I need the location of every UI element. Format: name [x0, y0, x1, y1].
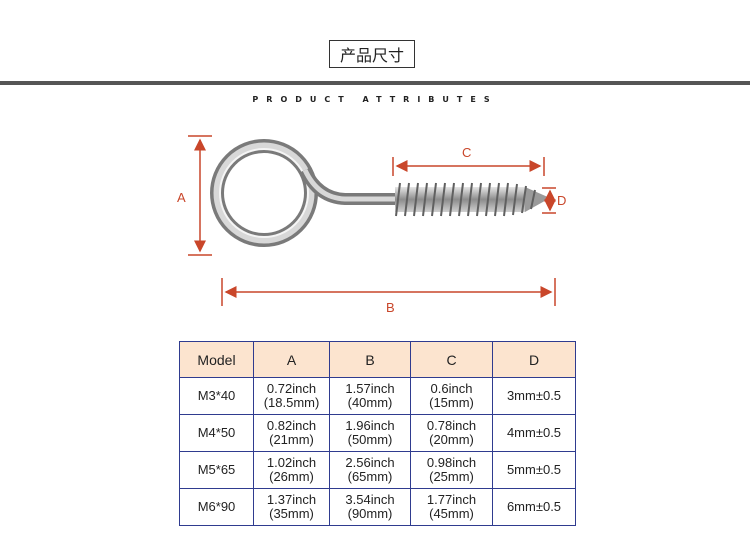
cell-model: M3*40	[179, 377, 254, 415]
header-model: Model	[179, 341, 254, 378]
header-d: D	[492, 341, 576, 378]
cell-c: 0.98inch(25mm)	[410, 451, 493, 489]
cell-b: 3.54inch(90mm)	[329, 488, 411, 526]
cell-model: M5*65	[179, 451, 254, 489]
dimension-b-label: B	[386, 300, 395, 315]
table-row: M5*65 1.02inch(26mm) 2.56inch(65mm) 0.98…	[179, 451, 576, 489]
page-title: 产品尺寸	[329, 40, 415, 68]
page-subtitle: PRODUCT ATTRIBUTES	[252, 95, 498, 104]
cell-a: 1.37inch(35mm)	[253, 488, 330, 526]
cell-a: 0.82inch(21mm)	[253, 414, 330, 452]
cell-a: 0.72inch(18.5mm)	[253, 377, 330, 415]
table-header-row: Model A B C D	[179, 341, 576, 378]
header-a: A	[253, 341, 330, 378]
screw-threads	[395, 182, 536, 217]
cell-model: M4*50	[179, 414, 254, 452]
dimension-b: B	[221, 278, 556, 315]
cell-b: 1.57inch(40mm)	[329, 377, 411, 415]
cell-d: 6mm±0.5	[492, 488, 576, 526]
title-divider	[0, 81, 750, 85]
cell-c: 0.6inch(15mm)	[410, 377, 493, 415]
table-row: M3*40 0.72inch(18.5mm) 1.57inch(40mm) 0.…	[179, 377, 576, 415]
dimension-d: D	[542, 187, 566, 214]
cell-b: 1.96inch(50mm)	[329, 414, 411, 452]
spec-table: Model A B C D M3*40 0.72inch(18.5mm) 1.5…	[179, 341, 576, 526]
dimension-a: A	[177, 135, 212, 256]
header-c: C	[410, 341, 493, 378]
table-row: M4*50 0.82inch(21mm) 1.96inch(50mm) 0.78…	[179, 414, 576, 452]
dimension-a-label: A	[177, 190, 186, 205]
cell-model: M6*90	[179, 488, 254, 526]
dimension-d-label: D	[557, 193, 566, 208]
cell-a: 1.02inch(26mm)	[253, 451, 330, 489]
dimension-c: C	[392, 145, 545, 176]
cell-b: 2.56inch(65mm)	[329, 451, 411, 489]
cell-d: 5mm±0.5	[492, 451, 576, 489]
cell-d: 3mm±0.5	[492, 377, 576, 415]
header-b: B	[329, 341, 411, 378]
screw-eye-ring	[210, 139, 318, 247]
eye-screw-diagram: A B C D	[177, 135, 566, 315]
cell-c: 0.78inch(20mm)	[410, 414, 493, 452]
dimension-c-label: C	[462, 145, 471, 160]
cell-d: 4mm±0.5	[492, 414, 576, 452]
cell-c: 1.77inch(45mm)	[410, 488, 493, 526]
table-row: M6*90 1.37inch(35mm) 3.54inch(90mm) 1.77…	[179, 488, 576, 526]
